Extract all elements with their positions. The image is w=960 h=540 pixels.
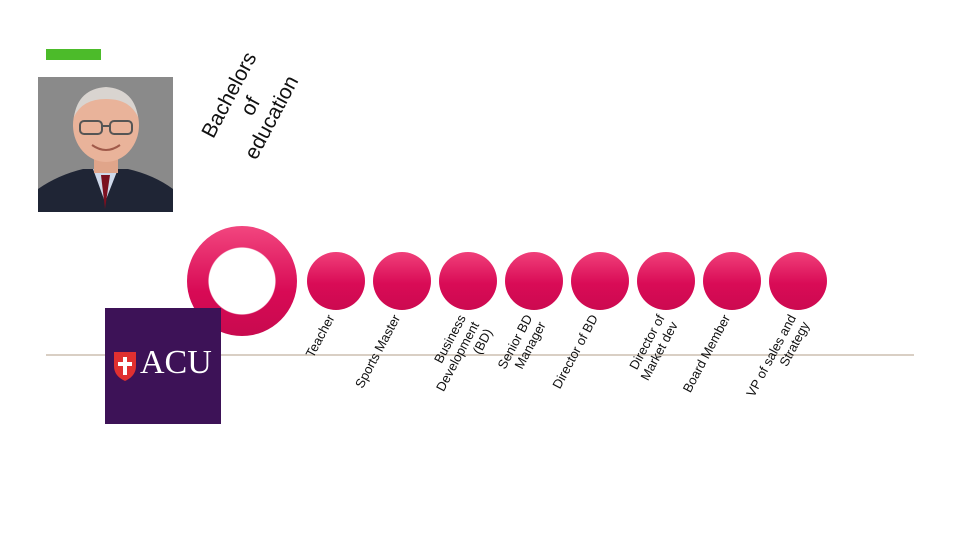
stage-label-business-development: Business Development (BD)	[431, 312, 496, 394]
shield-cross-icon	[114, 352, 136, 381]
stage-node-vp-sales-strategy	[769, 252, 827, 310]
stage-node-teacher	[307, 252, 365, 310]
stage-label-sports-master: Sports Master	[352, 312, 404, 391]
stage-label-director-of-bd: Director of BD	[549, 312, 602, 392]
stage-node-board-member	[703, 252, 761, 310]
stage-label-senior-bd-manager: Senior BD Manager	[494, 312, 549, 372]
stage-label-vp-sales-strategy: VP of sales and Strategy	[743, 312, 813, 400]
stage-node-senior-bd-manager	[505, 252, 563, 310]
acu-logo: ACU	[105, 308, 221, 424]
degree-label: Bachelors of education	[197, 48, 304, 164]
stage-node-business-development	[439, 252, 497, 310]
stage-label-teacher: Teacher	[302, 312, 338, 360]
person-portrait	[38, 77, 173, 212]
stage-node-director-market-dev	[637, 252, 695, 310]
timeline-line	[46, 354, 914, 356]
stage-label-director-market-dev: Director of Market dev	[625, 312, 681, 383]
stage-node-director-of-bd	[571, 252, 629, 310]
acu-logo-text: ACU	[140, 344, 212, 381]
stage-node-sports-master	[373, 252, 431, 310]
accent-bar	[46, 49, 101, 60]
profile-photo	[38, 77, 173, 212]
